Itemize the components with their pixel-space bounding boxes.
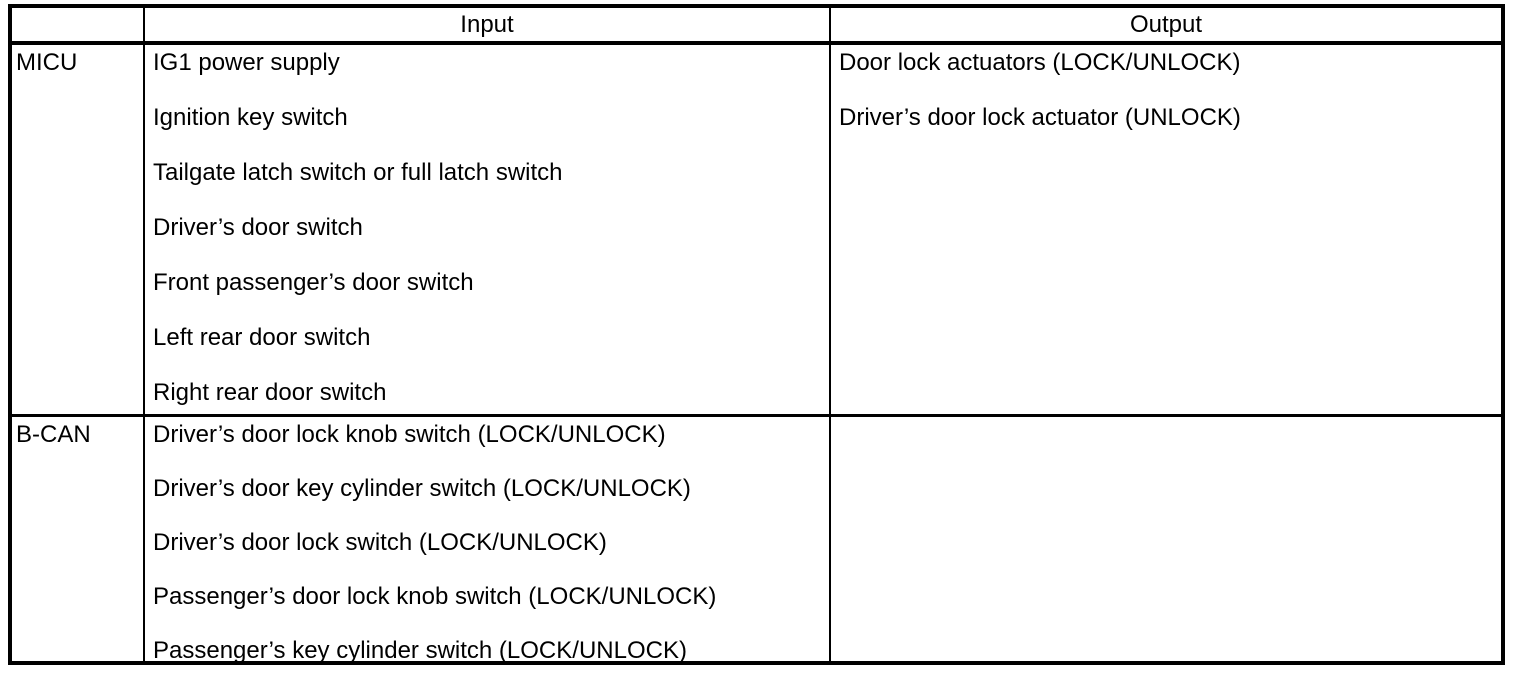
section-micu-output-list: Door lock actuators (LOCK/UNLOCK) Driver… <box>839 45 1499 159</box>
list-item: Driver’s door switch <box>153 214 363 241</box>
header-cell-output: Output <box>829 8 1501 41</box>
list-item: Driver’s door lock switch (LOCK/UNLOCK) <box>153 529 607 556</box>
list-item: Door lock actuators (LOCK/UNLOCK) <box>839 49 1241 76</box>
header-cell-input: Input <box>143 8 829 41</box>
section-divider <box>12 414 1501 417</box>
list-item: Driver’s door lock actuator (UNLOCK) <box>839 104 1241 131</box>
list-item: IG1 power supply <box>153 49 340 76</box>
section-label-micu: MICU <box>16 49 78 76</box>
list-item: Driver’s door lock knob switch (LOCK/UNL… <box>153 421 666 448</box>
table-section-bcan: B-CAN Driver’s door lock knob switch (LO… <box>12 417 1501 665</box>
table-body: MICU IG1 power supply Ignition key switc… <box>12 45 1501 665</box>
list-item: Left rear door switch <box>153 324 371 351</box>
column-divider-2 <box>829 45 831 665</box>
table-section-micu: MICU IG1 power supply Ignition key switc… <box>12 45 1501 414</box>
header-cell-corner <box>12 8 143 41</box>
section-bcan-input-list: Driver’s door lock knob switch (LOCK/UNL… <box>153 417 825 674</box>
list-item: Right rear door switch <box>153 379 387 406</box>
table-header-row: Input Output <box>12 8 1501 45</box>
list-item: Front passenger’s door switch <box>153 269 474 296</box>
list-item: Passenger’s key cylinder switch (LOCK/UN… <box>153 637 687 664</box>
column-divider-1 <box>143 45 145 665</box>
list-item: Ignition key switch <box>153 104 348 131</box>
input-output-table: Input Output MICU IG1 power supply Ignit… <box>8 4 1505 665</box>
list-item: Tailgate latch switch or full latch swit… <box>153 159 563 186</box>
section-label-bcan: B-CAN <box>16 421 91 448</box>
list-item: Passenger’s door lock knob switch (LOCK/… <box>153 583 717 610</box>
list-item: Driver’s door key cylinder switch (LOCK/… <box>153 475 691 502</box>
section-micu-input-list: IG1 power supply Ignition key switch Tai… <box>153 45 825 434</box>
